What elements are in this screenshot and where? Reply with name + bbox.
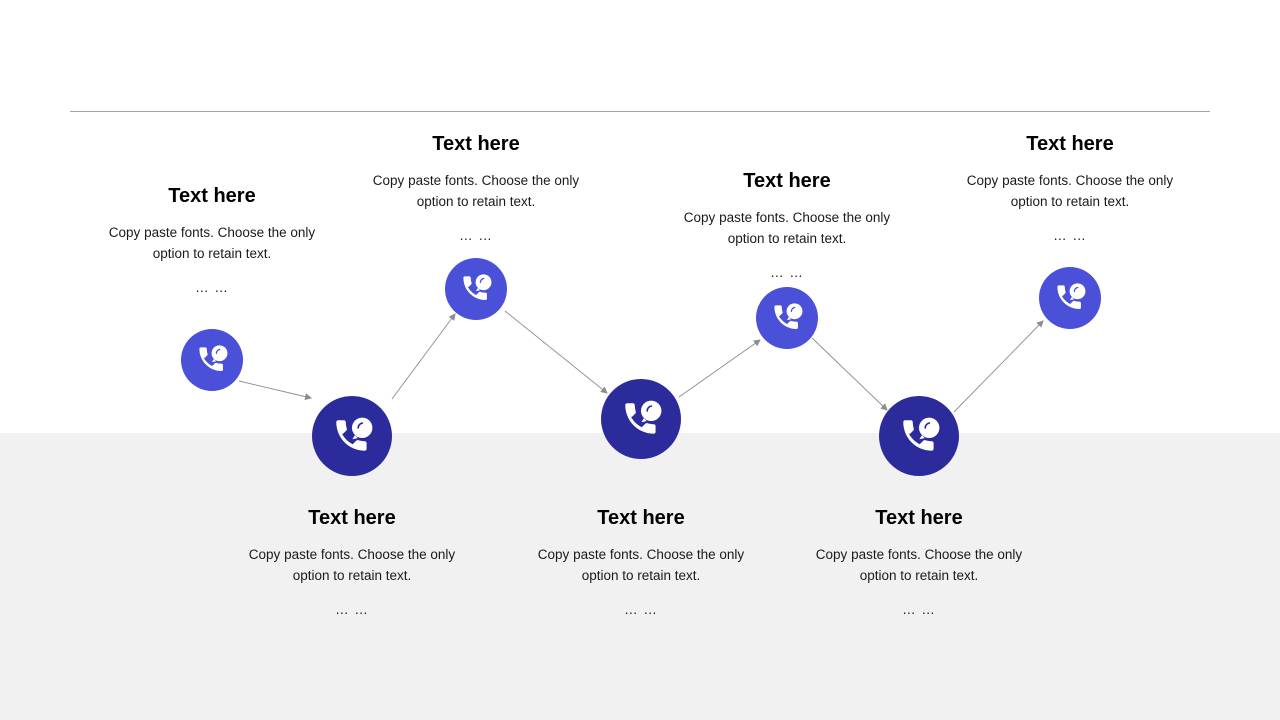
text-block-6-body: Copy paste fonts. Choose the only option… xyxy=(815,547,1023,583)
text-block-5-title: Text here xyxy=(743,170,831,192)
bottom-band xyxy=(0,433,1280,720)
phone-chat-icon-node-4[interactable] xyxy=(601,379,681,459)
phone-chat-icon xyxy=(1057,283,1086,310)
phone-chat-icon xyxy=(624,400,661,434)
text-block-4-title: Text here xyxy=(597,507,685,529)
phone-chat-icon-node-1[interactable] xyxy=(181,329,243,391)
connector-3-4 xyxy=(504,310,608,394)
text-block-4-dots: … … xyxy=(624,602,658,618)
text-block-7-dots: … … xyxy=(1053,228,1087,244)
text-block-6-title: Text here xyxy=(875,507,963,529)
phone-chat-icon xyxy=(463,274,492,301)
text-block-1-dots: … … xyxy=(195,280,229,296)
text-block-4-body: Copy paste fonts. Choose the only option… xyxy=(537,547,745,583)
text-block-6: Text here Copy paste fonts. Choose the o… xyxy=(799,506,1039,621)
text-block-2-title: Text here xyxy=(308,507,396,529)
text-block-5: Text here Copy paste fonts. Choose the o… xyxy=(667,169,907,284)
text-block-2-body: Copy paste fonts. Choose the only option… xyxy=(248,547,456,583)
phone-chat-icon-node-5[interactable] xyxy=(756,287,818,349)
connector-1-2 xyxy=(238,380,312,401)
text-block-3-body: Copy paste fonts. Choose the only option… xyxy=(372,173,580,209)
text-block-1: Text here Copy paste fonts. Choose the o… xyxy=(92,184,332,299)
phone-chat-icon-node-6[interactable] xyxy=(879,396,959,476)
text-block-1-title: Text here xyxy=(168,185,256,207)
phone-chat-icon-node-2[interactable] xyxy=(312,396,392,476)
phone-chat-icon xyxy=(774,303,803,330)
connector-5-6 xyxy=(811,337,888,411)
text-block-5-dots: … … xyxy=(770,265,804,281)
text-block-4: Text here Copy paste fonts. Choose the o… xyxy=(521,506,761,621)
title-divider-rule xyxy=(70,111,1210,112)
phone-chat-icon-node-3[interactable] xyxy=(445,258,507,320)
text-block-7-title: Text here xyxy=(1026,133,1114,155)
text-block-3-dots: … … xyxy=(459,228,493,244)
text-block-6-dots: … … xyxy=(902,602,936,618)
connector-6-7 xyxy=(953,320,1044,413)
text-block-5-body: Copy paste fonts. Choose the only option… xyxy=(683,210,891,246)
text-block-7-body: Copy paste fonts. Choose the only option… xyxy=(966,173,1174,209)
text-block-2-dots: … … xyxy=(335,602,369,618)
text-block-1-body: Copy paste fonts. Choose the only option… xyxy=(108,225,316,261)
text-block-2: Text here Copy paste fonts. Choose the o… xyxy=(232,506,472,621)
text-block-3: Text here Copy paste fonts. Choose the o… xyxy=(356,132,596,247)
phone-chat-icon xyxy=(335,417,372,451)
text-block-3-title: Text here xyxy=(432,133,520,155)
text-block-7: Text here Copy paste fonts. Choose the o… xyxy=(950,132,1190,247)
phone-chat-icon xyxy=(902,417,939,451)
phone-chat-icon xyxy=(199,345,228,372)
connector-4-5 xyxy=(678,339,761,398)
connector-2-3 xyxy=(391,313,456,400)
phone-chat-icon-node-7[interactable] xyxy=(1039,267,1101,329)
